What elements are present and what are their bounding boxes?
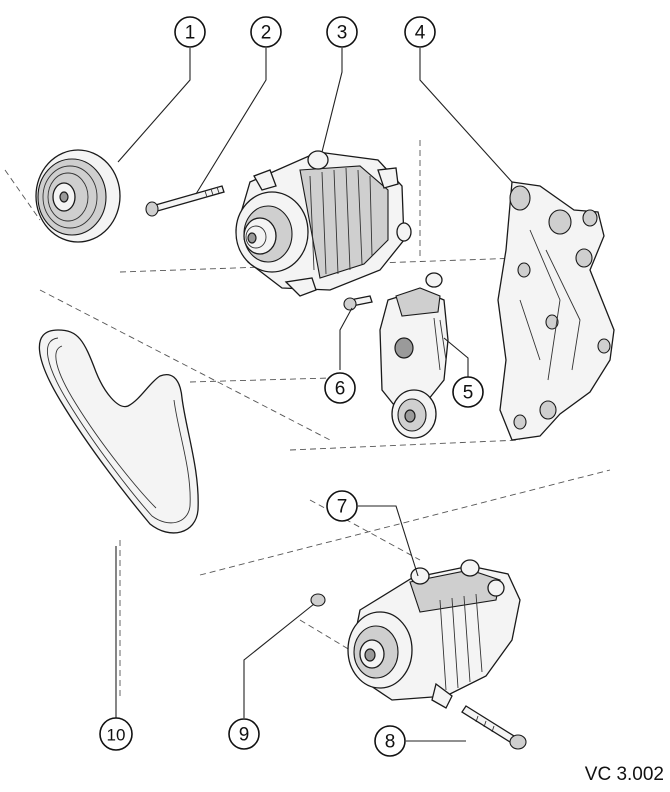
callout-1: 1 xyxy=(174,16,206,48)
part-compressor-bolt xyxy=(461,705,527,750)
callout-7: 7 xyxy=(326,490,358,522)
part-belt-tensioner xyxy=(379,272,449,439)
part-mounting-bracket xyxy=(497,181,615,441)
part-nut xyxy=(310,593,326,607)
callout-4-label: 4 xyxy=(415,23,426,44)
callout-2: 2 xyxy=(250,16,282,48)
callout-8-label: 8 xyxy=(385,732,396,753)
part-alternator xyxy=(235,150,412,297)
callout-1-label: 1 xyxy=(185,23,196,44)
callout-10-label: 10 xyxy=(107,726,126,745)
callout-9-label: 9 xyxy=(239,725,250,746)
callout-8: 8 xyxy=(374,725,406,757)
callout-6-label: 6 xyxy=(335,379,346,400)
part-crank-pulley xyxy=(35,149,121,243)
callout-7-label: 7 xyxy=(337,497,348,518)
part-tensioner-bolt xyxy=(343,295,373,311)
part-drive-belt xyxy=(38,329,199,534)
callout-9: 9 xyxy=(228,718,260,750)
callout-5-label: 5 xyxy=(463,383,474,404)
part-ac-compressor xyxy=(347,559,521,709)
figure-reference-code: VC 3.002 xyxy=(584,764,664,785)
assembly-guide-lines xyxy=(4,140,611,700)
callout-2-label: 2 xyxy=(261,23,272,44)
callout-3: 3 xyxy=(326,16,358,48)
callout-3-label: 3 xyxy=(337,23,348,44)
callout-10: 10 xyxy=(99,717,133,751)
callout-4: 4 xyxy=(404,16,436,48)
part-alternator-bolt xyxy=(145,185,225,217)
callout-leader-lines xyxy=(115,48,513,742)
callout-5: 5 xyxy=(452,376,484,408)
callout-6: 6 xyxy=(324,372,356,404)
